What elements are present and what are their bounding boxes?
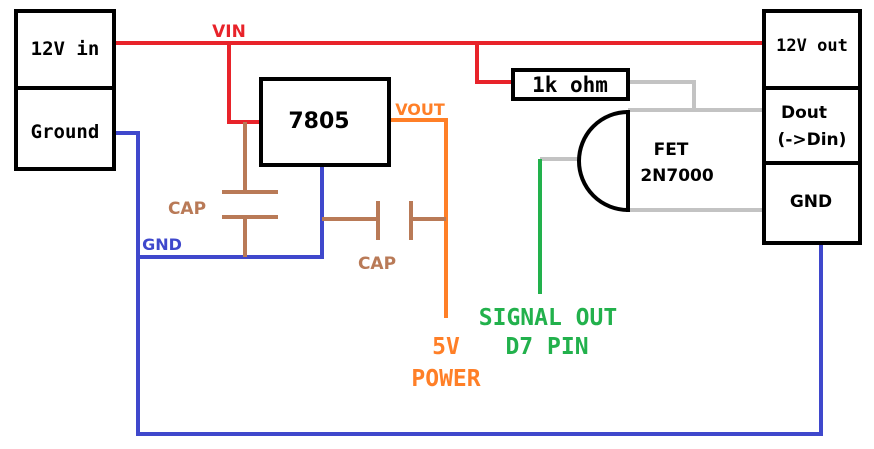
resistor-1k: 1k ohm [511, 68, 630, 101]
vin-regulator-wire [227, 43, 261, 124]
vout-label: VOUT [395, 100, 445, 119]
fet-body [577, 110, 629, 212]
power-label-line1: 5V [432, 334, 460, 360]
gnd-label: GND [142, 235, 182, 254]
capacitor-2 [322, 201, 446, 240]
fet-label-line2: 2N7000 [640, 166, 714, 186]
output-gnd-label: GND [790, 192, 832, 212]
vout-wires [389, 118, 448, 318]
cap2-label: CAP [358, 254, 396, 274]
gnd-regulator-wire [138, 165, 324, 259]
gray-leads [540, 80, 764, 212]
resistor-label: 1k ohm [532, 73, 608, 97]
capacitor-1 [222, 122, 278, 257]
input-ground-label: Ground [31, 121, 100, 143]
gnd-main-wire [114, 131, 823, 436]
vin-wires [114, 41, 764, 124]
output-dout-label: Dout [781, 103, 827, 123]
vout-wire [389, 118, 448, 318]
signal-label-line2: D7 PIN [505, 334, 588, 360]
input-connector: 12V in Ground [14, 9, 116, 171]
fet-2n7000: FET 2N7000 [577, 110, 714, 212]
output-din-label: (->Din) [778, 130, 847, 150]
resistor-to-drain-lead [628, 80, 696, 110]
gnd-wires [114, 131, 823, 436]
cap1-label: CAP [168, 199, 206, 219]
vin-label: VIN [212, 22, 246, 42]
input-12v-label: 12V in [31, 38, 100, 60]
signal-label-line1: SIGNAL OUT [479, 305, 617, 331]
regulator-7805: 7805 [259, 77, 391, 167]
fet-label-line1: FET [654, 140, 689, 160]
output-12v-label: 12V out [776, 36, 848, 56]
output-connector: 12V out Dout (->Din) GND [762, 9, 862, 245]
vin-resistor-wire [475, 43, 513, 84]
power-label-line2: POWER [411, 366, 480, 392]
regulator-label: 7805 [288, 109, 349, 134]
